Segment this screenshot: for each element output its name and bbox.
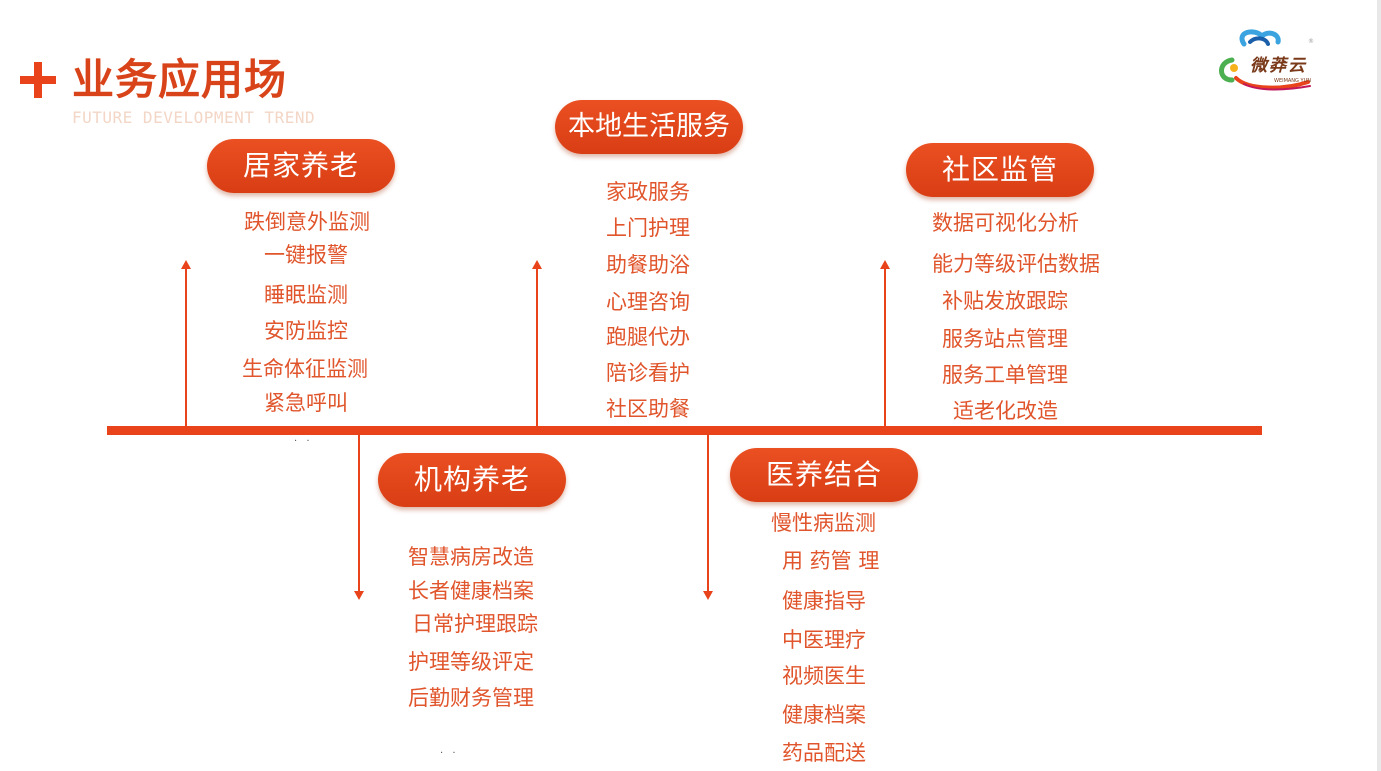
item-chronic-disease: 慢性病监测	[771, 511, 876, 535]
item-drug-delivery: 药品配送	[782, 741, 866, 765]
item-ability-assessment: 能力等级评估数据	[932, 252, 1100, 276]
item-tcm-therapy: 中医理疗	[782, 628, 866, 652]
item-errands: 跑腿代办	[606, 325, 690, 349]
item-station-management: 服务站点管理	[942, 327, 1068, 351]
item-fall-detection: 跌倒意外监测	[244, 210, 370, 234]
item-video-doctor: 视频医生	[782, 664, 866, 688]
timeline-spine	[107, 426, 1262, 435]
small-marks: · ·	[294, 436, 313, 447]
item-subsidy-tracking: 补贴发放跟踪	[942, 289, 1068, 313]
plus-icon	[20, 62, 56, 98]
item-care-level: 护理等级评定	[408, 650, 534, 674]
arrow-up-home-care	[181, 260, 191, 426]
item-work-order: 服务工单管理	[942, 363, 1068, 387]
category-medical-care: 医养结合	[730, 448, 918, 502]
item-logistics-finance: 后勤财务管理	[408, 686, 534, 710]
category-community-supervision: 社区监管	[906, 143, 1094, 197]
arrow-up-community	[880, 260, 890, 426]
registered-mark: ®	[1308, 38, 1314, 45]
logo-text: 微莽云	[1250, 56, 1307, 76]
small-marks: · ·	[440, 748, 459, 759]
item-daily-care: 日常护理跟踪	[412, 612, 538, 636]
category-local-services: 本地生活服务	[555, 100, 743, 154]
page-title: 业务应用场	[72, 55, 288, 104]
item-community-meal: 社区助餐	[606, 397, 690, 421]
item-medication: 用 药管 理	[782, 549, 880, 573]
item-escort: 陪诊看护	[606, 361, 690, 385]
page-subtitle: FUTURE DEVELOPMENT TREND	[72, 108, 316, 127]
item-smart-ward: 智慧病房改造	[408, 545, 534, 569]
item-sleep-monitor: 睡眠监测	[264, 283, 348, 307]
arrow-up-local-services	[532, 260, 542, 426]
item-elder-records: 长者健康档案	[408, 579, 534, 603]
item-home-nursing: 上门护理	[606, 216, 690, 240]
item-housekeeping: 家政服务	[606, 180, 690, 204]
item-meal-bath: 助餐助浴	[606, 253, 690, 277]
item-health-guidance: 健康指导	[782, 589, 866, 613]
logo-subtext: WEIMANG YUN	[1274, 78, 1311, 84]
item-aging-renovation: 适老化改造	[953, 399, 1058, 423]
item-security-monitor: 安防监控	[264, 319, 348, 343]
item-vital-signs: 生命体征监测	[242, 357, 368, 381]
item-counseling: 心理咨询	[606, 290, 690, 314]
arrow-down-institution	[354, 435, 364, 600]
item-data-visualization: 数据可视化分析	[932, 211, 1079, 235]
category-institution-care: 机构养老	[378, 453, 566, 507]
item-emergency-call: 紧急呼叫	[264, 391, 348, 415]
item-one-key-alarm: 一键报警	[264, 243, 348, 267]
arrow-down-medical	[703, 435, 713, 600]
category-home-care: 居家养老	[207, 139, 395, 193]
brand-logo: 微莽云 WEIMANG YUN ®	[1214, 28, 1324, 92]
logo-mark-icon	[1219, 29, 1311, 91]
item-health-records: 健康档案	[782, 703, 866, 727]
